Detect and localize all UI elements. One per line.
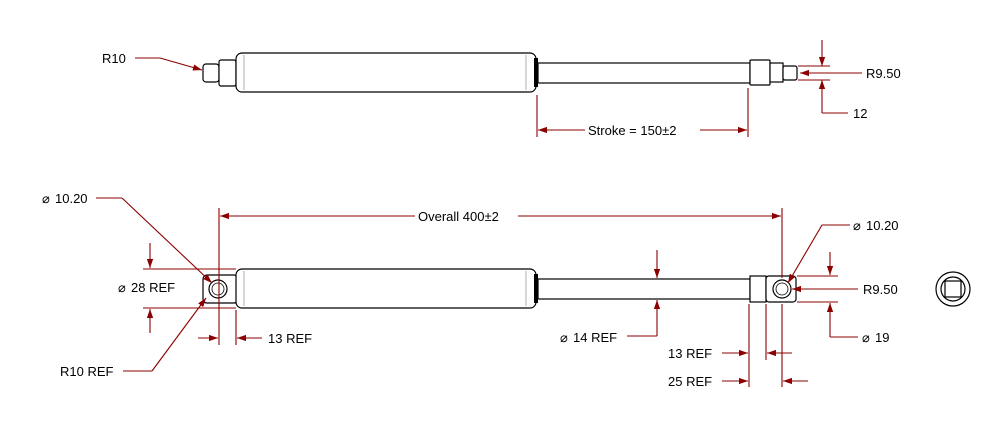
top-view-part bbox=[202, 52, 798, 93]
front-view-part bbox=[202, 268, 797, 309]
front-dia-rod: 14 REF bbox=[573, 330, 617, 345]
top-r-left: R10 bbox=[102, 51, 126, 66]
front-r-left-ref: R10 REF bbox=[60, 364, 114, 379]
front-len-right-25: 25 REF bbox=[668, 374, 712, 389]
front-dia-left-symbol: ⌀ bbox=[42, 191, 50, 206]
front-len-right-13: 13 REF bbox=[668, 346, 712, 361]
top-view-dimensions: R10 R9.50 12 Stroke = 150±2 bbox=[102, 40, 901, 138]
top-length-12: 12 bbox=[853, 106, 867, 121]
end-view bbox=[935, 271, 971, 307]
front-dia-body-symbol: ⌀ bbox=[118, 280, 126, 295]
front-view-dimensions: Overall 400±2 ⌀ 10.20 ⌀ 28 REF 13 REF R1… bbox=[42, 191, 899, 389]
front-dia-right: 10.20 bbox=[866, 218, 899, 233]
front-r-right: R9.50 bbox=[863, 282, 898, 297]
front-dia-rod-symbol: ⌀ bbox=[560, 330, 568, 345]
top-stroke: Stroke = 150±2 bbox=[588, 123, 676, 138]
front-dia-end-symbol: ⌀ bbox=[862, 330, 870, 345]
top-r-right: R9.50 bbox=[866, 66, 901, 81]
front-dia-right-symbol: ⌀ bbox=[853, 218, 861, 233]
front-dia-body: 28 REF bbox=[131, 280, 175, 295]
front-len-left-eye: 13 REF bbox=[268, 331, 312, 346]
front-dia-end: 19 bbox=[875, 330, 889, 345]
front-overall: Overall 400±2 bbox=[418, 209, 499, 224]
front-dia-left: 10.20 bbox=[55, 191, 88, 206]
